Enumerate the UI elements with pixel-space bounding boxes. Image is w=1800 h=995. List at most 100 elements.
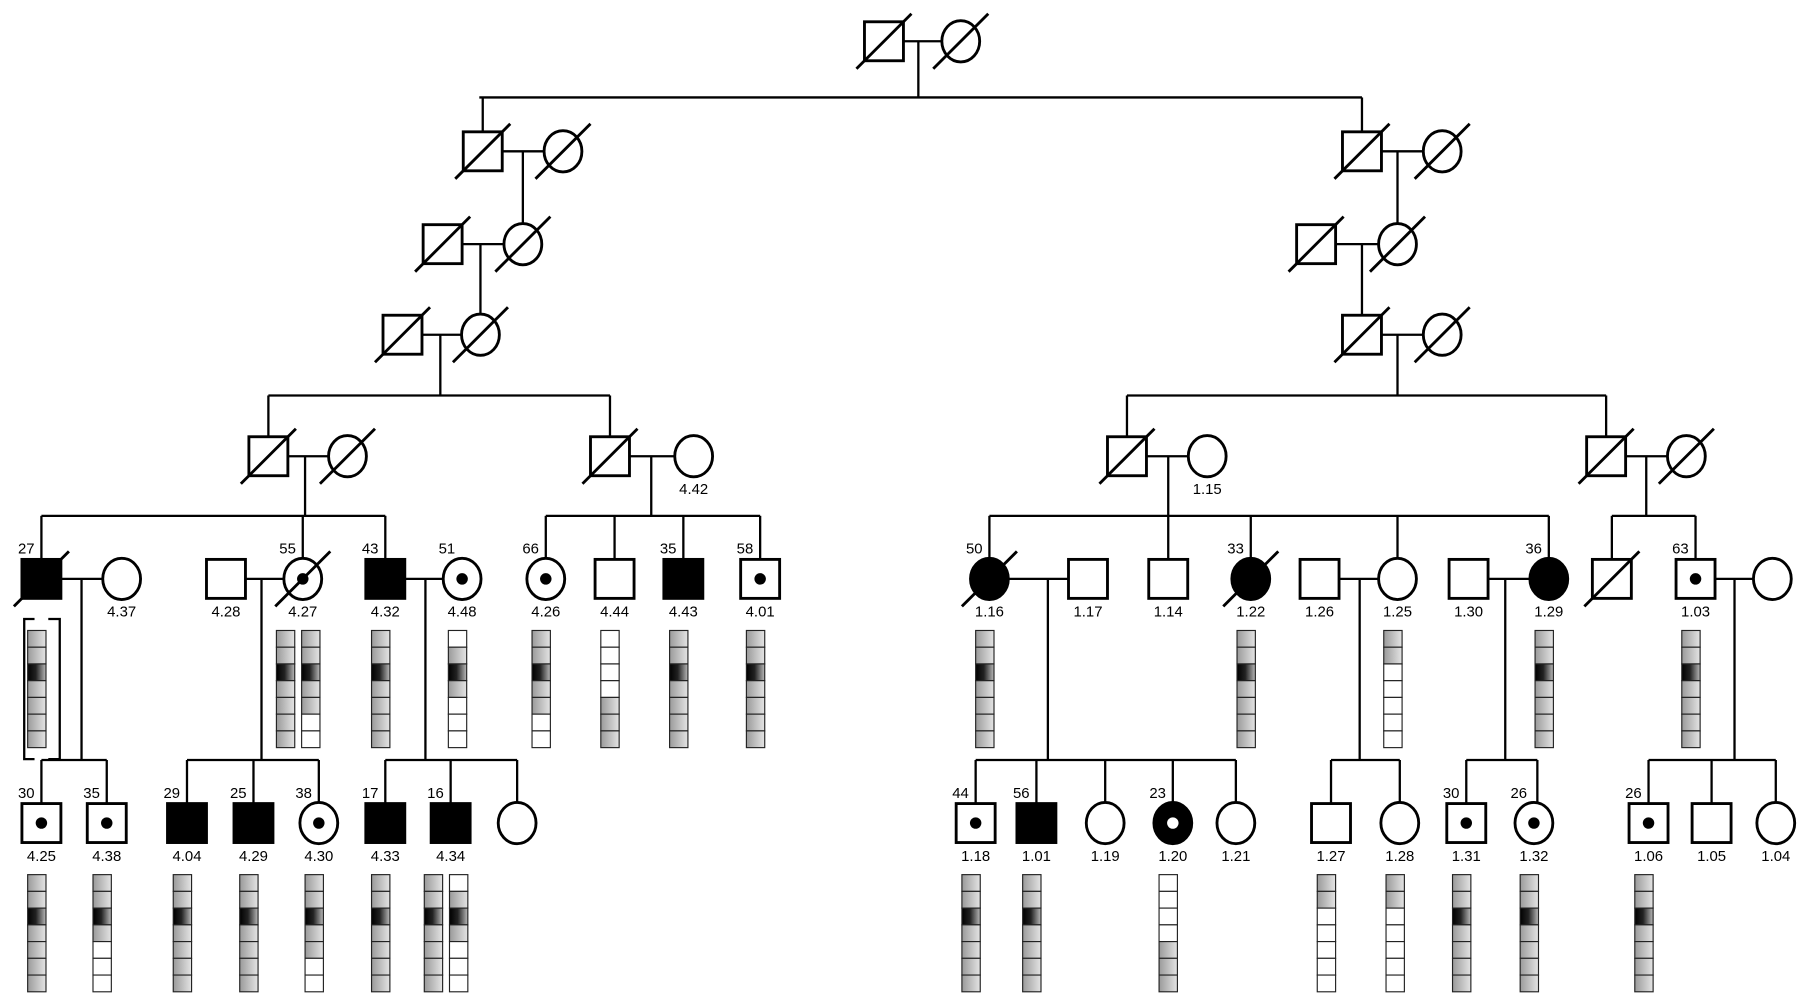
haplotype-segment: [961, 957, 981, 976]
haplotype-segment: [92, 957, 112, 976]
individual: 631.03: [1672, 542, 1717, 749]
haplotype-segment: [275, 680, 296, 698]
individual: [1098, 427, 1156, 485]
haplotype-segment: [1383, 629, 1403, 648]
haplotype-segment: [304, 907, 324, 926]
haplotype-bar: [1534, 629, 1554, 749]
haplotype-segment: [1534, 730, 1554, 749]
male-symbol: [205, 557, 247, 600]
individual: 1.04: [1755, 800, 1797, 865]
age-label: 51: [439, 542, 456, 558]
male-symbol: [1067, 557, 1109, 600]
haplotype-segment: [1451, 957, 1472, 976]
haplotype-segment: [1022, 941, 1042, 959]
haplotype-segment: [1158, 890, 1178, 909]
haplotype-segment: [448, 974, 469, 993]
haplotype-segment: [1236, 730, 1256, 749]
haplotype-segment: [1385, 874, 1405, 892]
haplotype-segment: [423, 907, 444, 926]
individual: 1.19: [1084, 800, 1126, 865]
haplotype-segment: [92, 974, 112, 993]
haplotype-segment: [1634, 874, 1654, 892]
affected-male-symbol: [232, 802, 275, 844]
haplotype-bar: [1022, 874, 1042, 993]
carrier-dot-icon: [313, 817, 325, 829]
deceased-slash-icon: [1413, 306, 1471, 364]
haplotype-segment: [301, 646, 321, 665]
male-symbol: [1690, 802, 1733, 844]
female-symbol: [1186, 434, 1228, 479]
haplotype-segment: [27, 646, 47, 665]
male-symbol: [1310, 802, 1352, 844]
individual-id-label: 4.44: [600, 605, 629, 621]
individual: [318, 427, 377, 485]
haplotype-segment: [600, 680, 620, 698]
haplotype-segment: [531, 629, 551, 648]
carrier-dot-icon: [35, 817, 48, 829]
haplotype-segment: [370, 696, 391, 715]
haplotype-segment: [531, 646, 551, 665]
haplotype-segment: [423, 890, 444, 909]
individual-id-label: 4.32: [371, 605, 400, 621]
individual-id-label: 4.43: [669, 605, 698, 621]
individual: [239, 427, 297, 485]
individual: 434.32: [362, 542, 407, 749]
haplotype-segment: [27, 696, 47, 715]
haplotype-segment: [1022, 974, 1042, 993]
haplotype-segment: [370, 974, 391, 993]
haplotype-segment: [1385, 974, 1405, 993]
haplotype-segment: [961, 924, 981, 943]
haplotype-segment: [1385, 890, 1405, 909]
deceased-slash-icon: [1583, 550, 1641, 608]
haplotype-segment: [304, 957, 324, 976]
deceased-slash-icon: [494, 215, 552, 273]
individual-id-label: 1.27: [1317, 849, 1346, 865]
individual-id-label: 1.30: [1454, 605, 1483, 621]
deceased-slash-icon: [1098, 427, 1156, 485]
haplotype-segment: [423, 957, 444, 976]
affected-male-symbol: [364, 557, 407, 600]
haplotype-segment: [423, 974, 444, 993]
individual: 354.43: [660, 542, 705, 749]
haplotype-bar: [239, 874, 259, 993]
age-label: 17: [362, 786, 379, 802]
haplotype-segment: [172, 941, 193, 959]
haplotype-segment: [172, 874, 193, 892]
age-label: 25: [230, 786, 247, 802]
haplotype-segment: [1519, 924, 1540, 943]
haplotype-segment: [669, 680, 689, 698]
individual-id-label: 4.48: [448, 605, 477, 621]
individual: [496, 800, 538, 846]
deceased-slash-icon: [274, 550, 332, 608]
haplotype-bar: [1385, 874, 1405, 993]
haplotype-segment: [1158, 957, 1178, 976]
deceased-slash-icon: [534, 122, 592, 180]
individual-id-label: 1.29: [1534, 605, 1563, 621]
haplotype-segment: [370, 874, 391, 892]
deceased-slash-icon: [1413, 122, 1471, 180]
individual-id-label: 1.28: [1385, 849, 1414, 865]
haplotype-segment: [600, 730, 620, 749]
carrier-dot-icon: [540, 573, 552, 585]
age-label: 23: [1149, 786, 1166, 802]
individual: 1.05: [1690, 802, 1733, 865]
affected-male-symbol: [1015, 802, 1058, 844]
individual-id-label: 1.25: [1383, 605, 1412, 621]
female-symbol: [1215, 800, 1257, 846]
haplotype-segment: [92, 874, 112, 892]
haplotype-segment: [745, 696, 766, 715]
individual: 384.30: [295, 786, 340, 993]
individual: 164.34: [423, 786, 472, 993]
haplotype-segment: [1385, 957, 1405, 976]
haplotype-segment: [531, 713, 551, 732]
haplotype-bar: [370, 629, 391, 749]
haplotype-segment: [239, 874, 259, 892]
haplotype-segment: [304, 941, 324, 959]
haplotype-segment: [961, 874, 981, 892]
haplotype-segment: [239, 907, 259, 926]
haplotype-segment: [975, 696, 995, 715]
individual-id-label: 4.34: [436, 849, 465, 865]
haplotype-segment: [172, 907, 193, 926]
haplotype-segment: [27, 730, 47, 749]
